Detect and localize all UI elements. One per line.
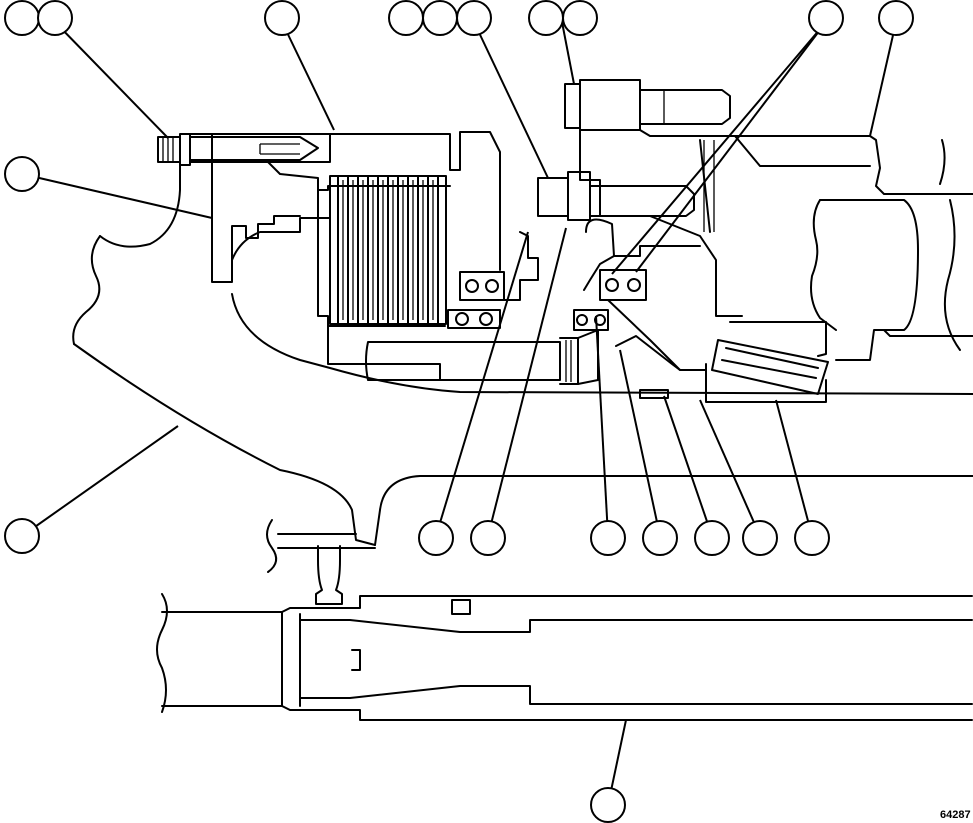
callout-20: [590, 787, 626, 823]
callout-4: [388, 0, 424, 36]
callout-12: [4, 518, 40, 554]
callout-17: [694, 520, 730, 556]
carrier: [573, 218, 707, 399]
leader-lines: [21, 21, 897, 806]
callout-7: [528, 0, 564, 36]
middle-bolt: [537, 171, 695, 221]
callout-18: [742, 520, 778, 556]
figure-id-label: 64287: [940, 809, 971, 821]
callout-10: [878, 0, 914, 36]
callout-8: [562, 0, 598, 36]
callout-13: [418, 520, 454, 556]
callout-6: [456, 0, 492, 36]
callout-9: [808, 0, 844, 36]
inner-bearing: [447, 231, 539, 329]
callout-1: [4, 0, 40, 36]
right-housing: [579, 129, 973, 361]
tapered-bearing: [705, 321, 829, 403]
callout-15: [590, 520, 626, 556]
left-end-bolt: [157, 133, 331, 166]
housing-outline: [72, 164, 973, 573]
clutch-plates: [329, 175, 447, 325]
callout-14: [470, 520, 506, 556]
callout-16: [642, 520, 678, 556]
callout-2: [37, 0, 73, 36]
clutch-housing: [211, 131, 521, 381]
callout-3: [264, 0, 300, 36]
callout-19: [794, 520, 830, 556]
upper-bolt: [564, 79, 731, 131]
drive-shaft: [156, 545, 973, 721]
pinion-shaft: [365, 329, 599, 385]
callout-11: [4, 156, 40, 192]
callout-5: [422, 0, 458, 36]
callout-circles: [4, 0, 914, 823]
